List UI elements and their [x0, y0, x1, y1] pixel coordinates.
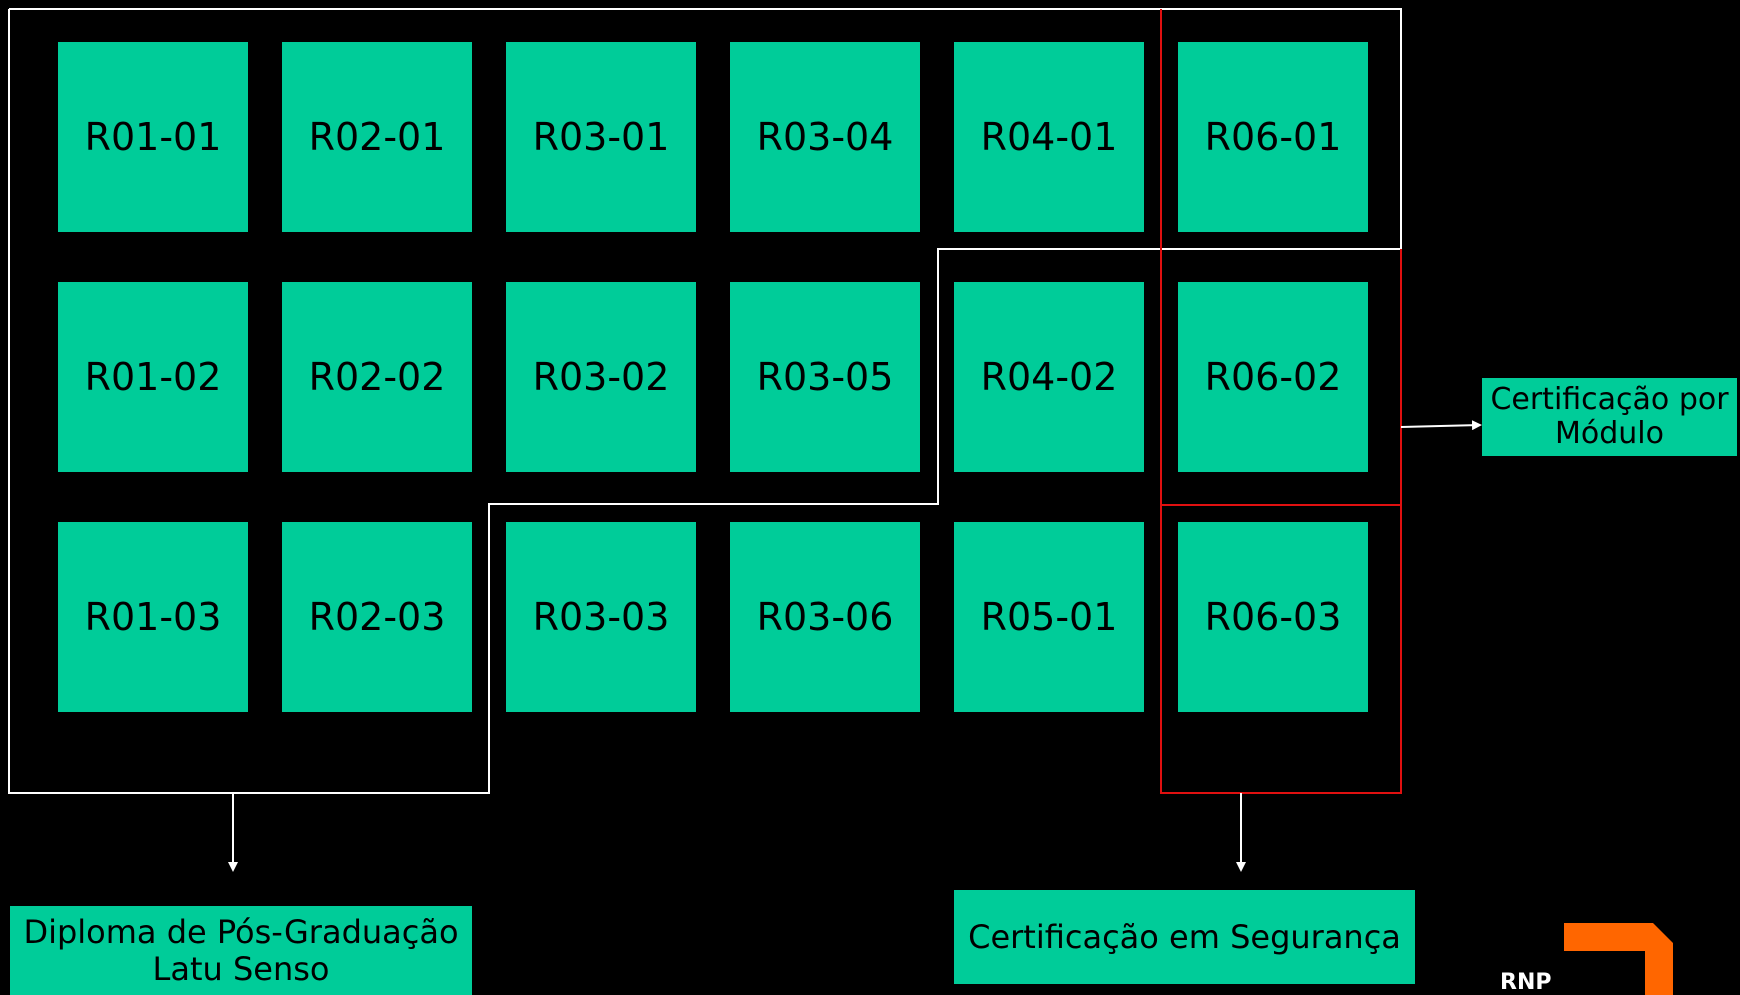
module-certification-box: Certificação por Módulo — [1482, 378, 1737, 456]
tile-r0-c0: R01-01 — [58, 42, 248, 232]
tile-r0-c4: R04-01 — [954, 42, 1144, 232]
tile-r2-c2: R03-03 — [506, 522, 696, 712]
tile-r0-c2: R03-01 — [506, 42, 696, 232]
tile-r1-c5: R06-02 — [1178, 282, 1368, 472]
tile-r2-c0: R01-03 — [58, 522, 248, 712]
tile-r2-c3: R03-06 — [730, 522, 920, 712]
tile-r0-c5: R06-01 — [1178, 42, 1368, 232]
diploma-box: Diploma de Pós-Graduação Latu Senso — [10, 906, 472, 995]
tile-r0-c1: R02-01 — [282, 42, 472, 232]
tile-r1-c3: R03-05 — [730, 282, 920, 472]
tile-r2-c4: R05-01 — [954, 522, 1144, 712]
security-certification-box: Certificação em Segurança — [954, 890, 1415, 984]
tile-r1-c1: R02-02 — [282, 282, 472, 472]
tile-r1-c0: R01-02 — [58, 282, 248, 472]
tile-r0-c3: R03-04 — [730, 42, 920, 232]
diploma-line2: Latu Senso — [152, 949, 330, 988]
tile-r2-c5: R06-03 — [1178, 522, 1368, 712]
rnp-logo-icon — [1564, 923, 1673, 995]
tile-r1-c4: R04-02 — [954, 282, 1144, 472]
diploma-line1: Diploma de Pós-Graduação — [23, 912, 459, 951]
module-certification-line1: Certificação por — [1490, 381, 1729, 417]
rnp-logo-text: RNP — [1500, 970, 1552, 995]
tile-r2-c1: R02-03 — [282, 522, 472, 712]
module-certification-line2: Módulo — [1555, 416, 1664, 451]
tile-r1-c2: R03-02 — [506, 282, 696, 472]
security-group-outline — [1160, 9, 1402, 794]
arrow-to-module — [1400, 420, 1482, 431]
diploma-group-outline — [8, 8, 1402, 794]
